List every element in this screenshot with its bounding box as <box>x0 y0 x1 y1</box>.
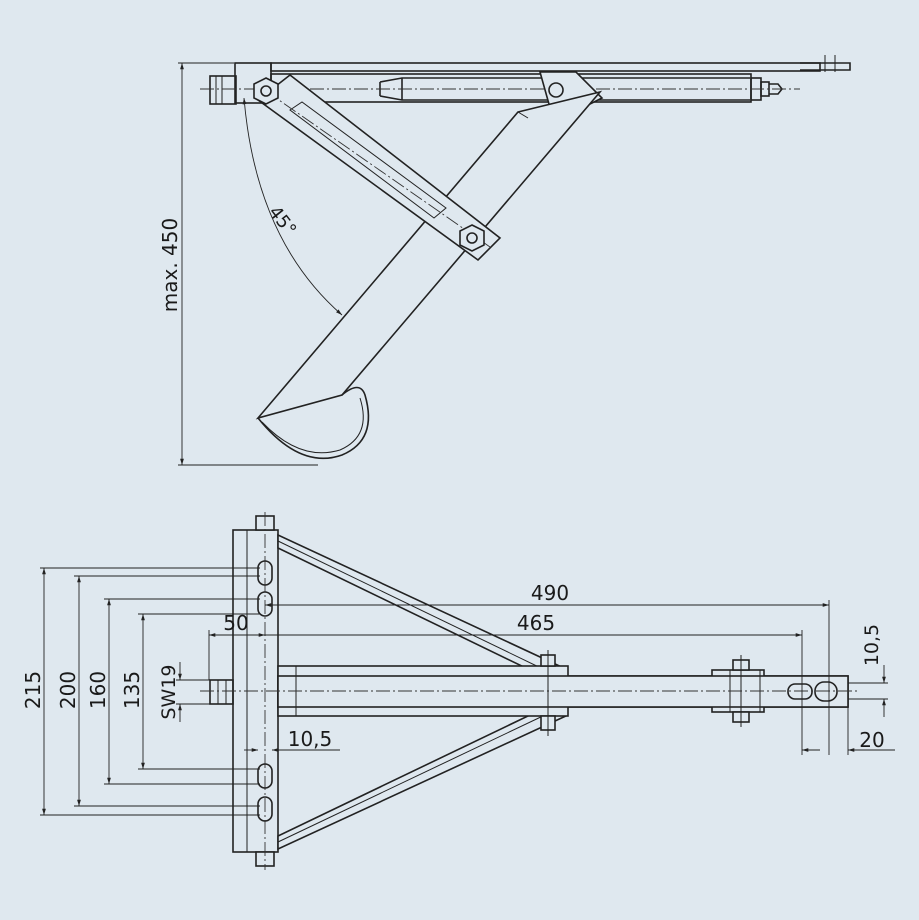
dim-10-5-left: 10,5 <box>288 727 333 751</box>
main-beam <box>200 665 860 717</box>
dim-490: 490 <box>531 581 569 605</box>
dim-465: 465 <box>517 611 555 635</box>
dim-10-5-right: 10,5 <box>861 624 883 666</box>
dim-sw19: SW19 <box>158 664 180 719</box>
dim-200: 200 <box>56 671 80 709</box>
pivot-bolt-bottom <box>459 224 485 252</box>
leg-tube <box>255 90 603 460</box>
angle-label: 45° <box>264 202 300 240</box>
horizontal-dimensions <box>208 600 895 755</box>
vertical-dimensions <box>40 567 260 816</box>
height-label: max. 450 <box>158 218 182 312</box>
pivot-bolt-top <box>253 77 279 105</box>
angle-arc <box>242 97 343 316</box>
side-view: 45° max. 450 <box>158 55 851 466</box>
dim-135: 135 <box>120 671 144 709</box>
dim-50: 50 <box>223 611 248 635</box>
hex-spindle <box>209 679 234 705</box>
dim-160: 160 <box>86 671 110 709</box>
dim-20: 20 <box>859 728 884 752</box>
dim-215: 215 <box>21 671 45 709</box>
top-view: 215 200 160 135 SW19 50 490 465 10,5 20 <box>21 512 895 870</box>
